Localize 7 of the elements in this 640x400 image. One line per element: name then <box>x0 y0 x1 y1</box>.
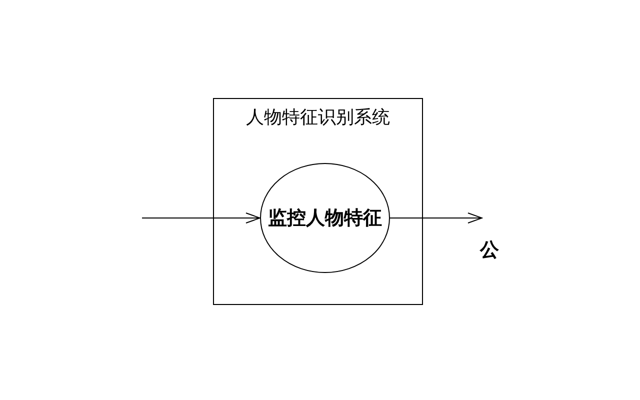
arrow <box>390 212 482 224</box>
node-label: 监控人物特征 <box>268 206 382 231</box>
box-heading: 人物特征识别系统 <box>246 106 390 130</box>
ellipse-node <box>260 163 390 273</box>
text-label: 公 <box>480 238 499 263</box>
system-box <box>213 98 423 305</box>
arrow <box>142 212 260 224</box>
